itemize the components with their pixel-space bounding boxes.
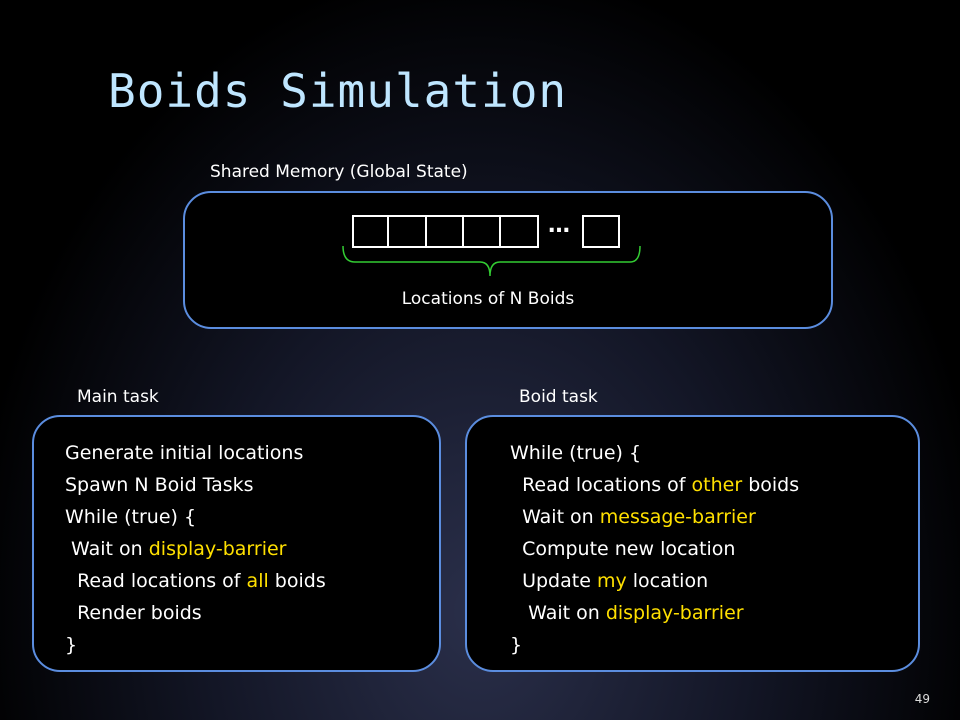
code-text: Read locations of	[510, 474, 692, 496]
boid-task-caption: Boid task	[519, 387, 598, 407]
code-text: Compute new location	[510, 538, 736, 560]
memory-cell	[352, 215, 389, 248]
code-line: While (true) {	[510, 437, 799, 469]
code-line: Read locations of other boids	[510, 469, 799, 501]
brace-label: Locations of N Boids	[402, 289, 575, 309]
code-text: boids	[742, 474, 800, 496]
boid-task-code: While (true) { Read locations of other b…	[510, 437, 799, 661]
code-text: Wait on	[65, 538, 149, 560]
page-number: 49	[914, 692, 930, 706]
highlighted-term: all	[246, 570, 269, 592]
memory-cell	[462, 215, 501, 248]
code-text: Wait on	[510, 506, 600, 528]
code-text: While (true) {	[510, 442, 642, 464]
memory-cell-last	[582, 215, 620, 248]
brace-shape	[342, 245, 641, 277]
boid-task-panel	[465, 415, 920, 672]
highlighted-term: other	[691, 474, 743, 496]
code-line: Compute new location	[510, 533, 799, 565]
code-text: }	[510, 634, 523, 656]
code-text: Spawn N Boid Tasks	[65, 474, 254, 496]
code-text: }	[65, 634, 78, 656]
memory-cell	[499, 215, 539, 248]
highlighted-term: display-barrier	[605, 602, 744, 624]
main-task-panel	[32, 415, 441, 672]
code-line: }	[510, 629, 799, 661]
code-line: Wait on display-barrier	[65, 533, 326, 565]
highlighted-term: display-barrier	[148, 538, 287, 560]
memory-cell	[387, 215, 427, 248]
code-line: Wait on display-barrier	[510, 597, 799, 629]
slide-title: Boids Simulation	[108, 64, 568, 118]
shared-memory-panel	[183, 191, 833, 329]
shared-memory-caption: Shared Memory (Global State)	[210, 162, 468, 182]
memory-cell	[425, 215, 464, 248]
code-text: Render boids	[65, 602, 202, 624]
code-line: Update my location	[510, 565, 799, 597]
memory-cells	[352, 215, 620, 248]
code-text: location	[626, 570, 709, 592]
code-text: Update	[510, 570, 597, 592]
highlighted-term: message-barrier	[599, 506, 756, 528]
code-line: }	[65, 629, 326, 661]
code-line: Spawn N Boid Tasks	[65, 469, 326, 501]
code-line: Generate initial locations	[65, 437, 326, 469]
code-line: Wait on message-barrier	[510, 501, 799, 533]
code-text: boids	[268, 570, 326, 592]
main-task-caption: Main task	[77, 387, 159, 407]
code-text: Generate initial locations	[65, 442, 304, 464]
code-text: Read locations of	[65, 570, 247, 592]
code-text: While (true) {	[65, 506, 197, 528]
highlighted-term: my	[596, 570, 627, 592]
code-text: Wait on	[510, 602, 606, 624]
code-line: While (true) {	[65, 501, 326, 533]
code-line: Read locations of all boids	[65, 565, 326, 597]
memory-ellipsis: …	[548, 213, 570, 238]
code-line: Render boids	[65, 597, 326, 629]
